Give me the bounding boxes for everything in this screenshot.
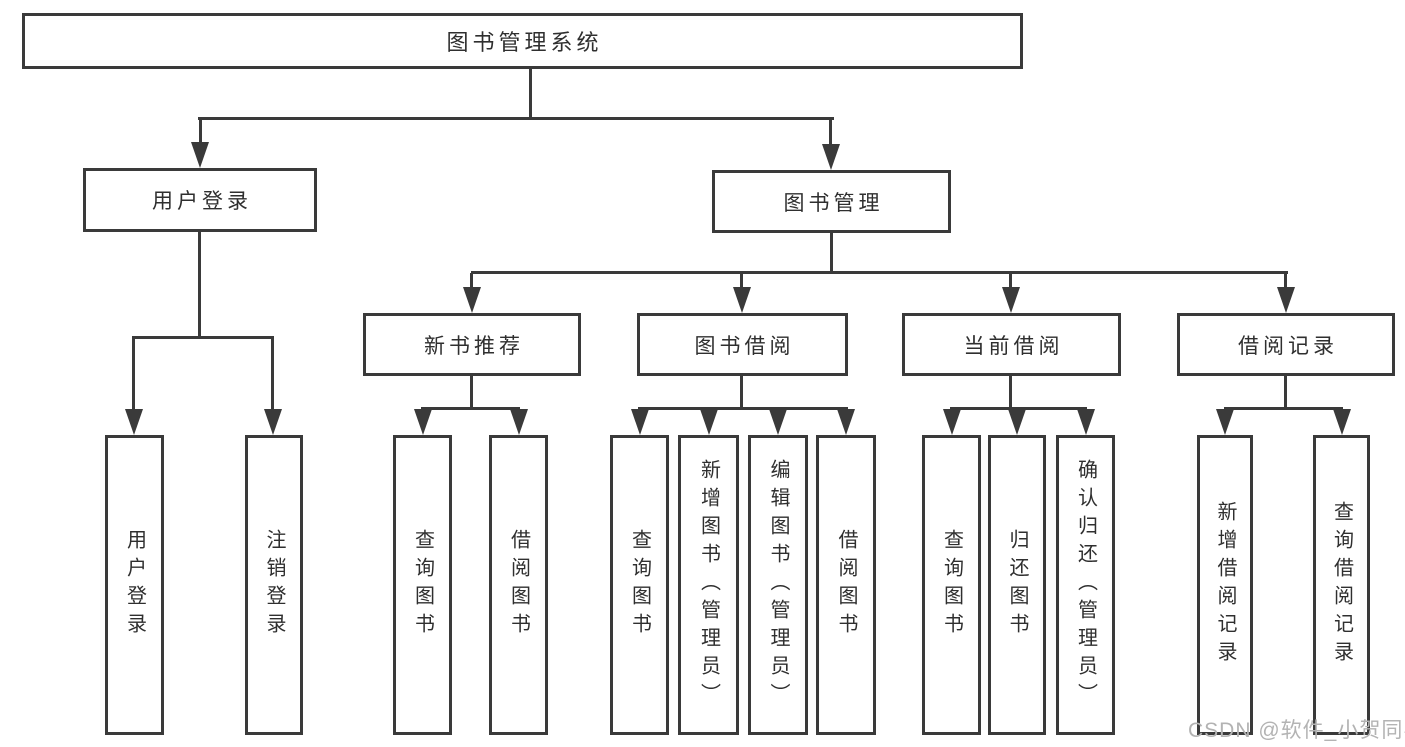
- connector-line: [199, 119, 202, 147]
- leaf-query-books-recommend: 查询图书: [393, 435, 452, 735]
- leaf-add-books-admin: 新增图书（管理员）: [678, 435, 739, 735]
- arrowhead-icon: [1002, 287, 1020, 313]
- connector-line: [1284, 376, 1287, 409]
- connector-line: [421, 407, 520, 410]
- leaf-borrow-books: 借阅图书: [816, 435, 876, 735]
- connector-line: [132, 336, 274, 339]
- node-new-book-recommendation: 新书推荐: [363, 313, 581, 376]
- leaf-query-books-borrowing: 查询图书: [610, 435, 669, 735]
- arrowhead-icon: [1077, 409, 1095, 435]
- arrowhead-icon: [943, 409, 961, 435]
- leaf-logout: 注销登录: [245, 435, 303, 735]
- connector-line: [198, 117, 834, 120]
- arrowhead-icon: [700, 409, 718, 435]
- csdn-watermark: CSDN @软件_小贺同学: [1188, 719, 1405, 742]
- leaf-edit-books-admin: 编辑图书（管理员）: [748, 435, 808, 735]
- connector-line: [470, 273, 473, 289]
- arrowhead-icon: [837, 409, 855, 435]
- connector-line: [1009, 273, 1012, 289]
- arrowhead-icon: [1333, 409, 1351, 435]
- leaf-label: 注销登录: [263, 529, 285, 641]
- node-library-management-system: 图书管理系统: [22, 13, 1023, 69]
- leaf-label: 新增借阅记录: [1214, 501, 1236, 669]
- leaf-label: 查询借阅记录: [1330, 501, 1353, 669]
- arrowhead-icon: [822, 144, 840, 170]
- arrowhead-icon: [769, 409, 787, 435]
- arrowhead-icon: [125, 409, 143, 435]
- arrowhead-icon: [510, 409, 528, 435]
- connector-line: [638, 407, 848, 410]
- leaf-borrow-books-recommend: 借阅图书: [489, 435, 548, 735]
- connector-line: [198, 232, 201, 338]
- node-current-borrowing: 当前借阅: [902, 313, 1121, 376]
- arrowhead-icon: [1277, 287, 1295, 313]
- leaf-user-login: 用户登录: [105, 435, 164, 735]
- leaf-label: 借阅图书: [835, 529, 857, 641]
- arrowhead-icon: [463, 287, 481, 313]
- connector-line: [740, 376, 743, 409]
- connector-line: [529, 69, 532, 119]
- connector-line: [830, 233, 833, 274]
- leaf-label: 查询图书: [628, 529, 651, 641]
- connector-line: [470, 376, 473, 409]
- leaf-label: 借阅图书: [507, 529, 530, 641]
- leaf-label: 新增图书（管理员）: [697, 459, 720, 711]
- leaf-label: 查询图书: [940, 529, 963, 641]
- connector-line: [271, 338, 274, 413]
- arrowhead-icon: [1008, 409, 1026, 435]
- arrowhead-icon: [191, 142, 209, 168]
- connector-line: [950, 407, 1087, 410]
- connector-line: [740, 273, 743, 289]
- leaf-label: 确认归还（管理员）: [1074, 459, 1097, 711]
- connector-line: [471, 271, 1288, 274]
- leaf-confirm-return-admin: 确认归还（管理员）: [1056, 435, 1115, 735]
- connector-line: [1009, 376, 1012, 409]
- arrowhead-icon: [631, 409, 649, 435]
- arrowhead-icon: [414, 409, 432, 435]
- connector-line: [1224, 407, 1343, 410]
- leaf-label: 用户登录: [123, 529, 146, 641]
- node-book-management: 图书管理: [712, 170, 951, 233]
- leaf-query-books-current: 查询图书: [922, 435, 981, 735]
- connector-line: [1284, 273, 1287, 289]
- connector-line: [829, 119, 832, 147]
- arrowhead-icon: [733, 287, 751, 313]
- connector-line: [132, 338, 135, 413]
- leaf-return-books: 归还图书: [988, 435, 1046, 735]
- leaf-label: 查询图书: [411, 529, 434, 641]
- node-book-borrowing: 图书借阅: [637, 313, 848, 376]
- leaf-add-borrow-record: 新增借阅记录: [1197, 435, 1253, 735]
- arrowhead-icon: [1216, 409, 1234, 435]
- arrowhead-icon: [264, 409, 282, 435]
- node-user-login: 用户登录: [83, 168, 317, 232]
- leaf-label: 归还图书: [1006, 529, 1028, 641]
- leaf-query-borrow-record: 查询借阅记录: [1313, 435, 1370, 735]
- node-borrowing-records: 借阅记录: [1177, 313, 1395, 376]
- leaf-label: 编辑图书（管理员）: [767, 459, 789, 711]
